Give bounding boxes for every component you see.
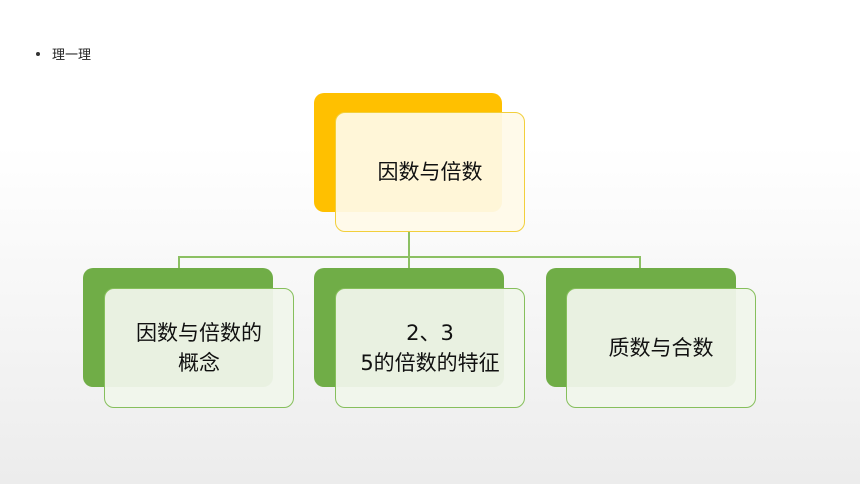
bullet-item: 理一理 (36, 44, 91, 63)
connector-root-stem (408, 232, 410, 256)
root-node-label: 因数与倍数 (377, 159, 483, 184)
connector-left-drop (178, 256, 180, 269)
root-node: 因数与倍数 (335, 112, 525, 232)
child-node-1-label: 因数与倍数的 概念 (136, 320, 262, 375)
connector-right-drop (639, 256, 641, 269)
child-node-1: 因数与倍数的 概念 (104, 288, 294, 408)
child-node-2: 2、3 5的倍数的特征 (335, 288, 525, 408)
bullet-text: 理一理 (52, 48, 92, 63)
child-node-3-label: 质数与合数 (608, 335, 714, 360)
bullet-dot-icon (36, 51, 40, 56)
connector-middle-drop (408, 256, 410, 269)
child-node-2-label: 2、3 5的倍数的特征 (360, 320, 500, 375)
child-node-3: 质数与合数 (566, 288, 756, 408)
